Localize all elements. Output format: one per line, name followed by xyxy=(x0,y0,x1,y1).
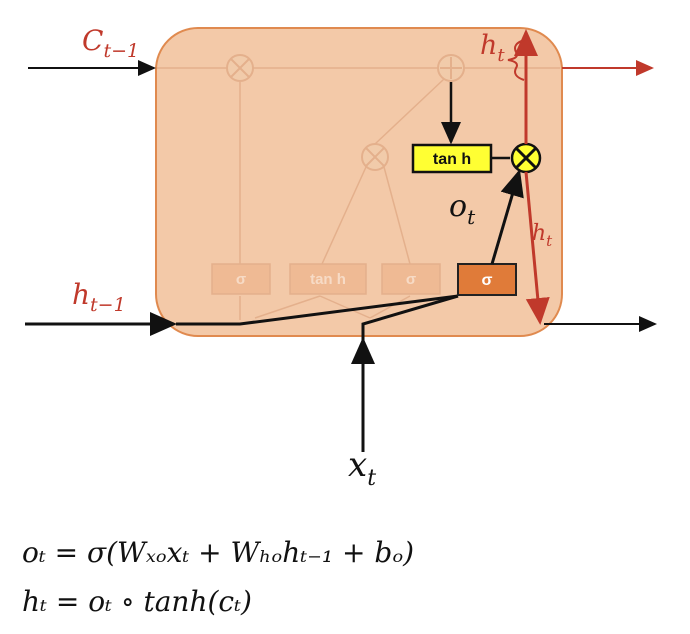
multiply-icon xyxy=(514,146,538,170)
output-sigma-box xyxy=(457,263,517,296)
ot-label: ot xyxy=(449,189,476,229)
hidden-state-equation: hₜ = oₜ ∘ tanh(cₜ) xyxy=(22,585,252,618)
cell-add-node xyxy=(437,54,465,82)
h-prev-label: ht−1 xyxy=(72,278,126,316)
forget-sigma-box xyxy=(211,263,271,295)
input-sigma-label: σ xyxy=(406,271,416,288)
sigma-to-multiply-arrow xyxy=(490,169,524,265)
tanh-label: tan h xyxy=(433,151,471,168)
input-sigma-box xyxy=(381,263,441,295)
candidate-tanh-box xyxy=(289,263,367,295)
lstm-cell xyxy=(155,27,563,337)
forget-multiply-node xyxy=(226,54,254,82)
ht-right-label: ht xyxy=(532,221,553,250)
ht-top-label: ht xyxy=(480,30,505,66)
hprev-to-sigma-path xyxy=(176,294,459,326)
candidate-tanh-label: tan h xyxy=(310,271,346,288)
faded-gates: σ tan h σ xyxy=(156,54,560,320)
output-gate-equation: oₜ = σ(Wₓₒxₜ + Wₕₒhₜ₋₁ + bₒ) xyxy=(22,536,415,569)
ht-down-arrow xyxy=(524,171,550,325)
c-prev-label: Ct−1 xyxy=(82,24,139,62)
forget-sigma-label: σ xyxy=(236,271,246,288)
ht-brace xyxy=(507,39,525,81)
input-multiply-node xyxy=(361,143,389,171)
xt-label: xt xyxy=(348,445,376,491)
output-sigma-label: σ xyxy=(482,272,493,289)
